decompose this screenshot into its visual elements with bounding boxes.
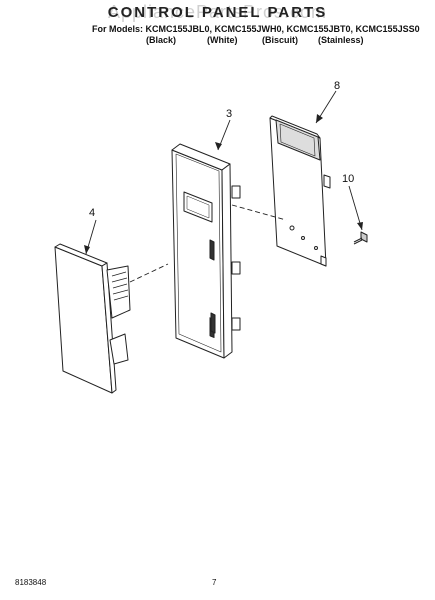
control-board-part — [269, 115, 331, 267]
button-pad-part — [54, 243, 131, 394]
variant-white: (White) — [207, 35, 238, 45]
callout-8: 8 — [334, 80, 340, 92]
page-title: CONTROL PANEL PARTS — [107, 4, 328, 21]
document-number: 8183848 — [15, 578, 47, 587]
watermark-text: AppliancePartsPros.com — [107, 2, 328, 22]
page-number: 7 — [212, 578, 217, 587]
callout-4: 4 — [89, 207, 95, 219]
variant-black: (Black) — [146, 35, 177, 45]
variant-biscuit: (Biscuit) — [262, 35, 298, 45]
callout-3: 3 — [226, 108, 232, 120]
variant-row: (Black) (White) (Biscuit) (Stainless) — [0, 35, 435, 47]
callout-10: 10 — [342, 173, 354, 185]
model-list: For Models: KCMC155JBL0, KCMC155JWH0, KC… — [92, 24, 420, 34]
screw-part — [353, 231, 368, 245]
variant-stainless: (Stainless) — [318, 35, 364, 45]
control-panel-part — [171, 143, 241, 359]
